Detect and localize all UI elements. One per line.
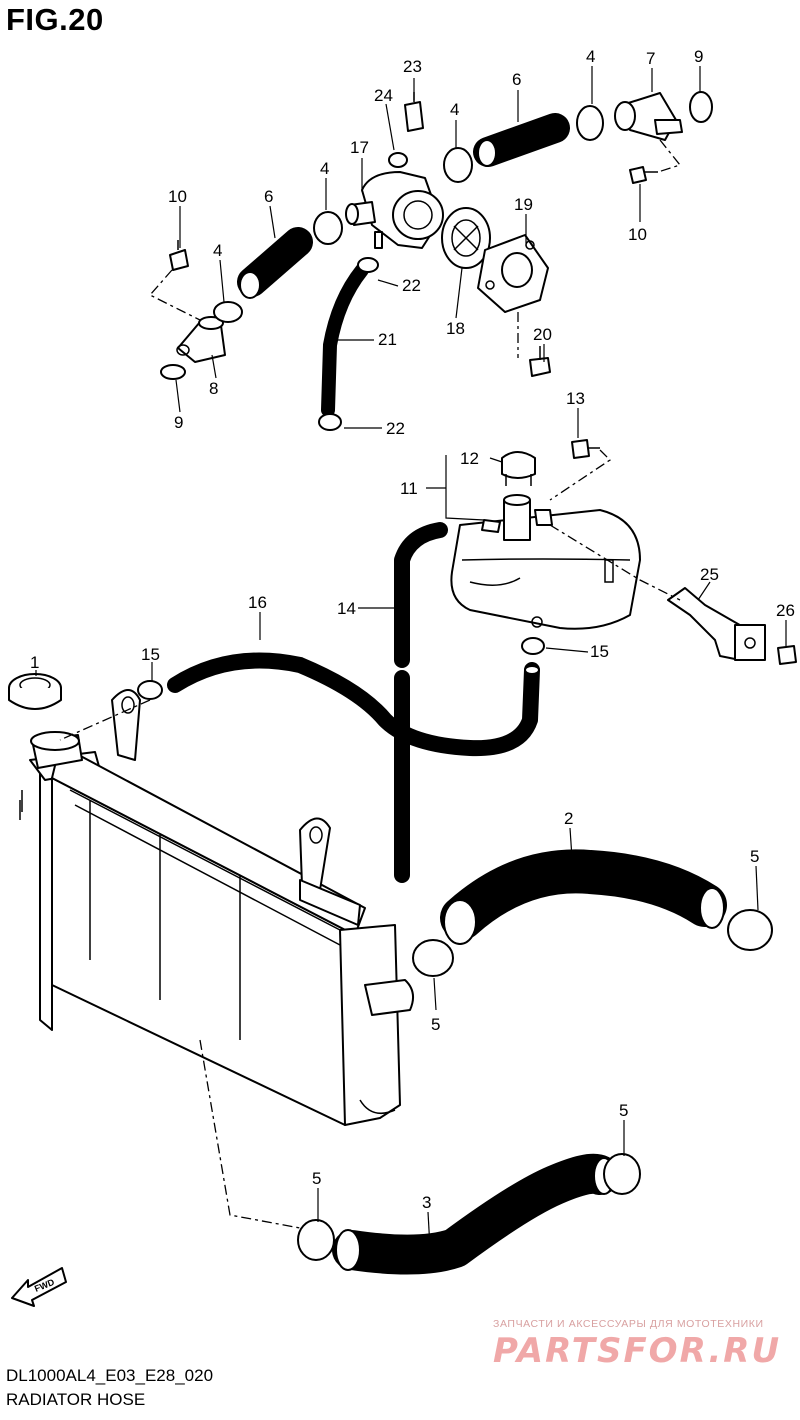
callout-17: 17 xyxy=(350,138,369,157)
callout-22: 22 xyxy=(402,276,421,295)
clamp-5-hose3-left[interactable] xyxy=(297,1219,335,1261)
water-hose-6-left[interactable] xyxy=(237,227,313,299)
callout-19: 19 xyxy=(514,195,533,214)
clamp-4-left[interactable] xyxy=(213,301,243,323)
fwd-arrow-icon: FWD xyxy=(11,1267,67,1307)
assembly-lines xyxy=(59,139,682,1229)
leader-lines xyxy=(35,66,787,1249)
callout-15: 15 xyxy=(141,645,160,664)
bolt-10-right[interactable] xyxy=(629,166,658,184)
clamp-4-mid[interactable] xyxy=(313,211,343,245)
callout-20: 20 xyxy=(533,325,552,344)
callout-2: 2 xyxy=(564,809,573,828)
thermostat[interactable] xyxy=(441,207,491,269)
water-hose-6-right[interactable] xyxy=(473,113,570,167)
bolt-26[interactable] xyxy=(777,645,797,665)
water-fitting-7[interactable] xyxy=(614,92,683,141)
callout-26: 26 xyxy=(776,601,795,620)
callout-5: 5 xyxy=(431,1015,440,1034)
thermostat-cover[interactable] xyxy=(477,234,549,313)
callout-9: 9 xyxy=(694,47,703,66)
clamp-5-hose3-right[interactable] xyxy=(603,1153,641,1195)
callout-10: 10 xyxy=(168,187,187,206)
radiator-cap[interactable] xyxy=(8,673,62,710)
callout-18: 18 xyxy=(446,319,465,338)
callout-12: 12 xyxy=(460,449,479,468)
callout-11: 11 xyxy=(400,479,418,498)
callout-5: 5 xyxy=(750,847,759,866)
callout-15: 15 xyxy=(590,642,609,661)
clamp-4-upper[interactable] xyxy=(443,147,473,183)
callout-10: 10 xyxy=(628,225,647,244)
clamp-4-right[interactable] xyxy=(576,105,604,141)
callout-21: 21 xyxy=(378,330,397,349)
callout-8: 8 xyxy=(209,379,218,398)
o-ring-9-left[interactable] xyxy=(160,364,186,380)
clamp-15-right[interactable] xyxy=(521,637,545,655)
callout-9: 9 xyxy=(174,413,183,432)
radiator-inlet-hose[interactable] xyxy=(440,849,727,945)
overflow-hose-16[interactable] xyxy=(167,652,540,757)
clamp-22-lower[interactable] xyxy=(318,413,342,431)
thermostat-housing[interactable] xyxy=(345,171,444,249)
callout-6: 6 xyxy=(264,187,273,206)
radiator-outlet-hose[interactable] xyxy=(332,1153,620,1275)
bolt-10-left[interactable] xyxy=(169,240,189,271)
watermark-logo: PARTSFOR.RU xyxy=(493,1331,782,1371)
bolt-13[interactable] xyxy=(571,439,600,459)
watermark-tagline: ЗАПЧАСТИ И АКСЕССУАРЫ ДЛЯ МОТОТЕХНИКИ xyxy=(493,1318,764,1330)
radiator[interactable] xyxy=(19,689,415,1126)
callout-4: 4 xyxy=(586,47,595,66)
callouts: 23 24 4 6 4 7 9 17 4 10 6 19 4 10 22 21 … xyxy=(30,47,795,1212)
temperature-sensor[interactable] xyxy=(404,92,424,132)
reservoir-cap[interactable] xyxy=(501,451,536,486)
callout-4: 4 xyxy=(450,100,459,119)
callout-24: 24 xyxy=(374,86,393,105)
callout-6: 6 xyxy=(512,70,521,89)
figure-title: FIG.20 xyxy=(6,2,104,37)
callout-4: 4 xyxy=(213,241,222,260)
clamp-5-hose2[interactable] xyxy=(727,909,773,951)
callout-23: 23 xyxy=(403,57,422,76)
callout-5: 5 xyxy=(619,1101,628,1120)
bypass-hose-21[interactable] xyxy=(321,263,369,417)
callout-5: 5 xyxy=(312,1169,321,1188)
diagram-code: DL1000AL4_E03_E28_020 xyxy=(6,1366,214,1385)
clamp-15-left[interactable] xyxy=(137,680,163,700)
o-ring-9-right[interactable] xyxy=(689,91,713,123)
callout-1: 1 xyxy=(30,653,39,672)
callout-7: 7 xyxy=(646,49,655,68)
callout-4: 4 xyxy=(320,159,329,178)
reservoir-bracket[interactable] xyxy=(667,587,766,661)
reservoir-tank[interactable] xyxy=(450,494,641,630)
callout-22: 22 xyxy=(386,419,405,438)
callout-3: 3 xyxy=(422,1193,431,1212)
breather-hose-14[interactable] xyxy=(394,522,448,883)
callout-16: 16 xyxy=(248,593,267,612)
gasket-24[interactable] xyxy=(388,152,408,168)
bolt-20[interactable] xyxy=(529,346,551,377)
callout-13: 13 xyxy=(566,389,585,408)
callout-25: 25 xyxy=(700,565,719,584)
clamp-5-radiator[interactable] xyxy=(412,939,454,977)
callout-14: 14 xyxy=(337,599,356,618)
diagram-caption: RADIATOR HOSE xyxy=(6,1390,146,1409)
clamp-22-upper[interactable] xyxy=(357,257,379,273)
water-fitting-8[interactable] xyxy=(176,316,226,363)
